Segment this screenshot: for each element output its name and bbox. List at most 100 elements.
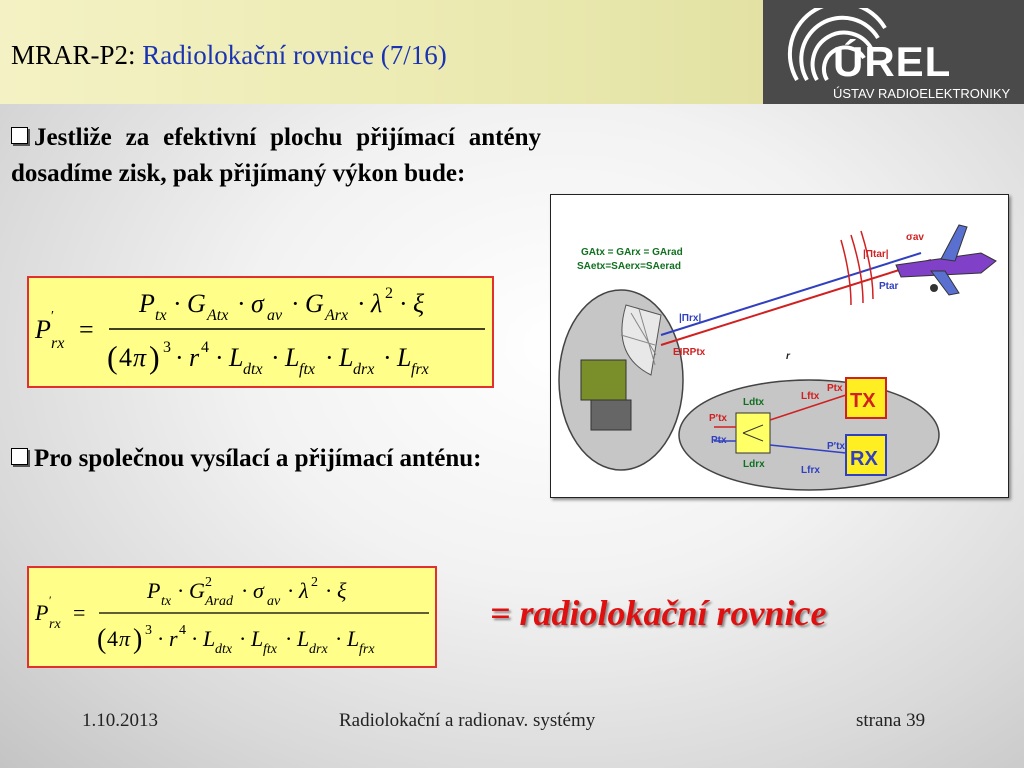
signal-arcs-icon: [787, 8, 887, 82]
svg-text:P: P: [34, 600, 48, 625]
svg-text:tx: tx: [161, 594, 172, 609]
svg-text:·: ·: [383, 343, 392, 372]
label-l-ftx: Lftx: [801, 391, 820, 402]
svg-text:·: ·: [287, 578, 294, 603]
svg-text:·: ·: [325, 578, 332, 603]
svg-text:λ: λ: [298, 578, 309, 603]
svg-text:·: ·: [157, 626, 164, 651]
footer-course: Radiolokační a radionav. systémy: [339, 710, 596, 731]
svg-text:L: L: [284, 343, 299, 372]
svg-text:P: P: [146, 578, 160, 603]
svg-text:ftx: ftx: [299, 361, 315, 378]
svg-text:(: (: [107, 339, 118, 375]
title-bar: MRAR-P2: Radiolokační rovnice (7/16): [0, 0, 763, 104]
svg-text:4: 4: [179, 623, 186, 638]
svg-text:L: L: [396, 343, 411, 372]
svg-text:λ: λ: [370, 289, 382, 318]
rx-block: [845, 434, 887, 476]
label-r: r: [786, 351, 791, 362]
label-p-tx-prime-1: P′tx: [709, 413, 727, 424]
svg-text:π: π: [133, 343, 147, 372]
svg-text:·: ·: [173, 289, 182, 318]
svg-text:Arx: Arx: [324, 307, 348, 324]
svg-text:r: r: [169, 626, 178, 651]
gain-equation: GAtx = GArx = GArad: [581, 247, 683, 258]
svg-text:′: ′: [51, 309, 54, 324]
svg-text:·: ·: [177, 578, 184, 603]
svg-text:G: G: [189, 578, 205, 603]
svg-text:rx: rx: [51, 335, 64, 352]
svg-text:(: (: [97, 624, 106, 655]
svg-text:frx: frx: [411, 361, 429, 378]
duplexer-block: [735, 412, 771, 454]
bullet-2: Pro společnou vysílací a přijímací antén…: [11, 441, 541, 477]
svg-text:π: π: [119, 626, 131, 651]
svg-text:·: ·: [271, 343, 280, 372]
checkbox-bullet-icon: [11, 127, 28, 144]
svg-text:drx: drx: [353, 361, 374, 378]
label-l-drx: Ldrx: [743, 459, 765, 470]
label-pi-tar: |Πtar|: [863, 249, 889, 260]
svg-text:·: ·: [399, 289, 408, 318]
bullet-1-text: Jestliže za efektivní plochu přijímací a…: [11, 124, 541, 187]
label-l-frx: Lfrx: [801, 465, 820, 476]
svg-text:L: L: [346, 626, 359, 651]
radar-dish-icon: [580, 304, 662, 431]
svg-text:drx: drx: [309, 642, 328, 657]
svg-text:ftx: ftx: [263, 642, 278, 657]
svg-text:2: 2: [205, 575, 212, 590]
svg-text:Atx: Atx: [206, 307, 228, 324]
label-p-tar: Ptar: [879, 281, 899, 292]
label-eirp: EIRPtx: [673, 347, 706, 358]
svg-text:P: P: [34, 315, 51, 344]
label-p-tx-prime-2: P′tx: [827, 441, 845, 452]
svg-text:·: ·: [325, 343, 334, 372]
svg-text:av: av: [267, 307, 283, 324]
tx-block: [845, 377, 887, 419]
urel-logo: ÚREL ÚSTAV RADIOELEKTRONIKY: [763, 0, 1024, 104]
footer-page-number: strana 39: [856, 710, 926, 731]
svg-text:·: ·: [237, 289, 246, 318]
label-l-dtx: Ldtx: [743, 397, 765, 408]
svg-text:G: G: [187, 289, 206, 318]
footer-date: 1.10.2013: [82, 710, 158, 731]
svg-text:): ): [133, 624, 142, 655]
title-main: Radiolokační rovnice (7/16): [142, 40, 447, 70]
svg-text:r: r: [189, 343, 200, 372]
svg-text:4: 4: [119, 343, 132, 372]
svg-text:·: ·: [239, 626, 246, 651]
svg-text:3: 3: [163, 339, 171, 356]
svg-text:dtx: dtx: [215, 642, 233, 657]
svg-text:·: ·: [175, 343, 184, 372]
slide-title: MRAR-P2: Radiolokační rovnice (7/16): [11, 40, 447, 71]
label-sigma-av: σav: [906, 232, 924, 243]
svg-text:2: 2: [385, 285, 393, 302]
logo-wordmark: ÚREL: [833, 38, 952, 85]
svg-text:·: ·: [191, 626, 198, 651]
label-tx: TX: [850, 390, 876, 412]
svg-text:σ: σ: [251, 289, 265, 318]
svg-text:L: L: [228, 343, 243, 372]
svg-text:=: =: [73, 600, 85, 625]
label-pi-rx: |Πrx|: [679, 313, 701, 324]
svg-text:rx: rx: [49, 617, 61, 632]
svg-text:L: L: [296, 626, 309, 651]
radar-equation-label: = radiolokační rovnice: [490, 593, 827, 633]
svg-text:ξ: ξ: [413, 289, 425, 318]
svg-text:tx: tx: [155, 307, 167, 324]
bullet-2-text: Pro společnou vysílací a přijímací antén…: [34, 445, 482, 472]
svg-text:·: ·: [357, 289, 366, 318]
svg-text:·: ·: [215, 343, 224, 372]
svg-text:·: ·: [241, 578, 248, 603]
svg-text:4: 4: [107, 626, 118, 651]
svg-text:=: =: [79, 315, 94, 344]
svg-text:Arad: Arad: [204, 594, 234, 609]
svg-text:·: ·: [291, 289, 300, 318]
checkbox-bullet-icon: [11, 448, 28, 465]
svg-text:·: ·: [335, 626, 342, 651]
svg-text:ξ: ξ: [337, 578, 347, 603]
svg-text:L: L: [202, 626, 215, 651]
